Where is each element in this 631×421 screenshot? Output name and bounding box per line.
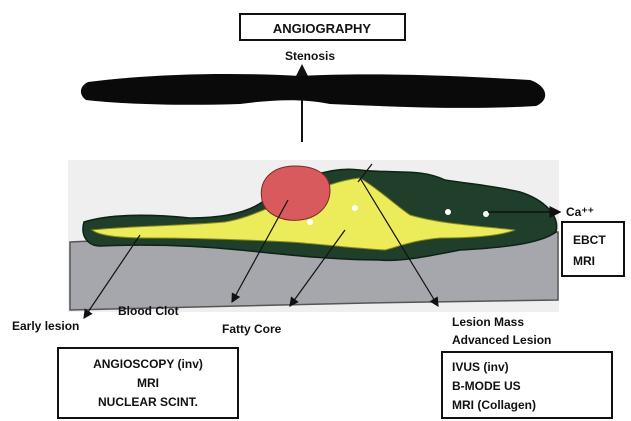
calcium-speck [445,209,451,215]
advanced-lesion-label: Advanced Lesion [452,333,551,347]
blood-clot-label: Blood Clot [118,304,179,318]
angioscopy-label: ANGIOSCOPY (inv) [93,357,203,371]
ivus-label: IVUS (inv) [452,360,509,374]
calcium-speck [352,205,358,211]
nuclear-scint-label: NUCLEAR SCINT. [98,395,198,409]
lesion-mass-label: Lesion Mass [452,315,524,329]
right-mri-label: MRI [573,254,595,268]
ebct-label: EBCT [573,233,606,247]
stenosis-label: Stenosis [285,49,335,63]
bmode-us-label: B-MODE US [452,379,521,393]
blood-clot-shape [261,166,330,220]
calcium-speck [307,219,313,225]
early-lesion-label: Early lesion [12,319,79,333]
angiogram-lumen-shape [81,74,545,108]
fatty-core-label: Fatty Core [222,322,282,336]
angiography-label: ANGIOGRAPHY [273,21,372,36]
mri-collagen-label: MRI (Collagen) [452,398,536,412]
calcium-label: Ca⁺⁺ [566,205,594,219]
left-mri-label: MRI [137,376,159,390]
